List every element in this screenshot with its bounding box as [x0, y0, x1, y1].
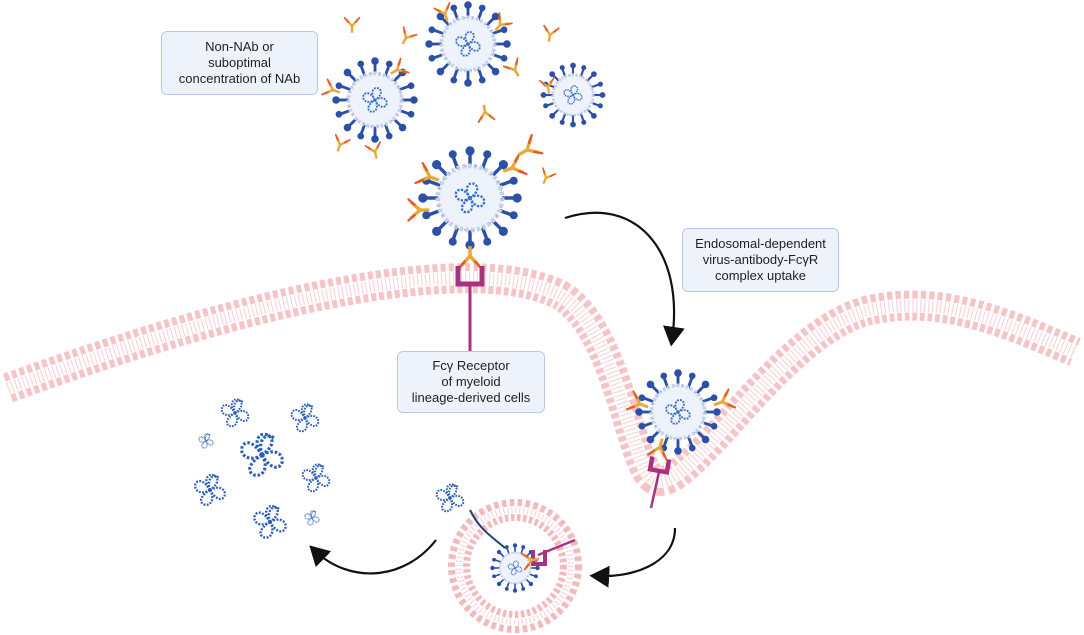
- invaginating-virus-complex: [625, 367, 737, 509]
- antibody-icon: [343, 16, 361, 34]
- released-rna: [194, 398, 506, 549]
- antibody-icon: [364, 140, 386, 162]
- label-line: of myeloid: [441, 374, 501, 389]
- curved-arrow-icon: [589, 527, 677, 588]
- antibody-icon: [540, 24, 561, 45]
- label-non-nab: Non-NAb or suboptimal concentration of N…: [161, 31, 318, 95]
- label-line: complex uptake: [714, 268, 807, 283]
- virus-icon-top: [423, 0, 513, 89]
- virus-icon-bound: [418, 146, 522, 250]
- curved-arrow-icon: [564, 211, 685, 347]
- rna-fragment-icon: [435, 483, 465, 513]
- rna-fragment-icon: [253, 504, 287, 539]
- label-fc-receptor: Fcγ Receptor of myeloid lineage-derived …: [397, 351, 545, 413]
- fc-receptor-icon: [647, 456, 672, 509]
- rna-fragment-icon: [290, 403, 320, 433]
- antibody-icon: [502, 57, 527, 82]
- fc-receptor-icon: [455, 266, 485, 352]
- bound-virus-complex: [406, 133, 544, 352]
- endosome: [448, 499, 582, 633]
- rna-fragment-icon: [220, 398, 250, 428]
- label-line: suboptimal: [208, 55, 271, 70]
- label-line: Non-NAb or: [205, 39, 274, 54]
- label-endosomal-uptake: Endosomal-dependent virus-antibody-FcγR …: [682, 228, 839, 292]
- curved-arrow-icon: [309, 539, 437, 575]
- virus-icon-right: [539, 61, 607, 129]
- label-line: Endosomal-dependent: [695, 236, 826, 251]
- rna-fragment-icon: [240, 432, 284, 477]
- virus-icon-left: [330, 55, 420, 145]
- rna-fragment-icon: [301, 463, 331, 493]
- rna-fragment-icon: [198, 433, 214, 449]
- antibody-icon: [329, 133, 352, 156]
- cell-membrane: [2, 263, 1081, 496]
- antibody-icon: [474, 102, 496, 124]
- label-line: Fcγ Receptor: [432, 358, 510, 373]
- antibody-icon: [394, 25, 418, 49]
- antibody-icon: [535, 166, 557, 188]
- rna-fragment-icon: [304, 510, 320, 526]
- virus-icon-invaginating: [633, 367, 723, 457]
- rna-fragment-icon: [194, 473, 226, 506]
- label-line: virus-antibody-FcγR: [702, 252, 819, 267]
- label-line: lineage-derived cells: [411, 390, 531, 405]
- label-line: concentration of NAb: [178, 71, 301, 86]
